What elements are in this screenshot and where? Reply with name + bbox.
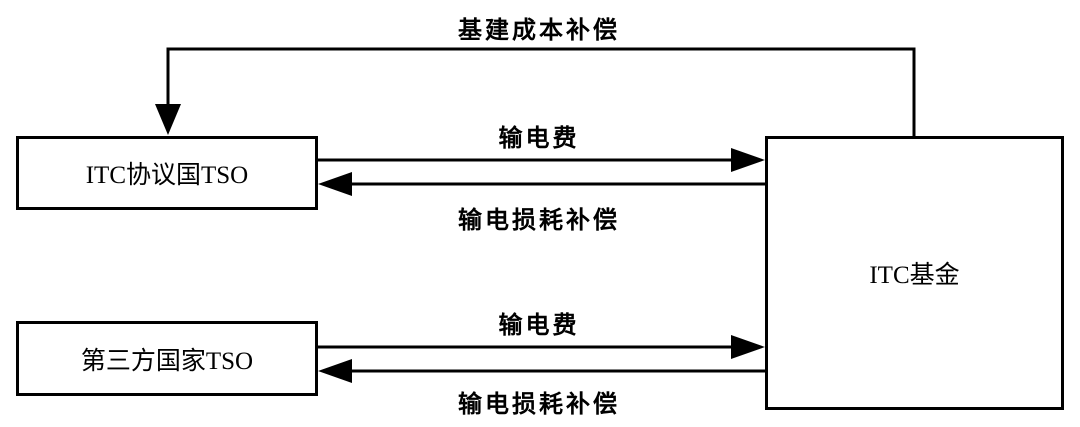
arrowhead-upper-fee — [731, 148, 765, 172]
arrowhead-upper-loss — [318, 172, 352, 196]
label-lower-loss-compensation: 输电损耗补偿 — [458, 390, 620, 418]
node-third-tso: 第三方国家TSO — [16, 321, 318, 396]
node-itc-tso: ITC协议国TSO — [16, 136, 318, 210]
node-itc-fund-label: ITC基金 — [869, 262, 960, 289]
label-upper-fee: 输电费 — [498, 124, 580, 152]
arrow-construction-compensation — [166, 47, 916, 136]
label-lower-fee: 输电费 — [498, 311, 580, 339]
arrowhead-lower-loss — [318, 359, 352, 383]
label-construction-compensation: 基建成本补偿 — [458, 16, 620, 44]
arrowhead-lower-fee — [731, 335, 765, 359]
node-itc-tso-label: ITC协议国TSO — [85, 162, 249, 189]
label-upper-loss-compensation: 输电损耗补偿 — [458, 206, 620, 234]
node-itc-fund: ITC基金 — [765, 136, 1064, 410]
node-third-tso-label: 第三方国家TSO — [80, 347, 254, 375]
arrowhead-construction-compensation — [155, 104, 181, 135]
